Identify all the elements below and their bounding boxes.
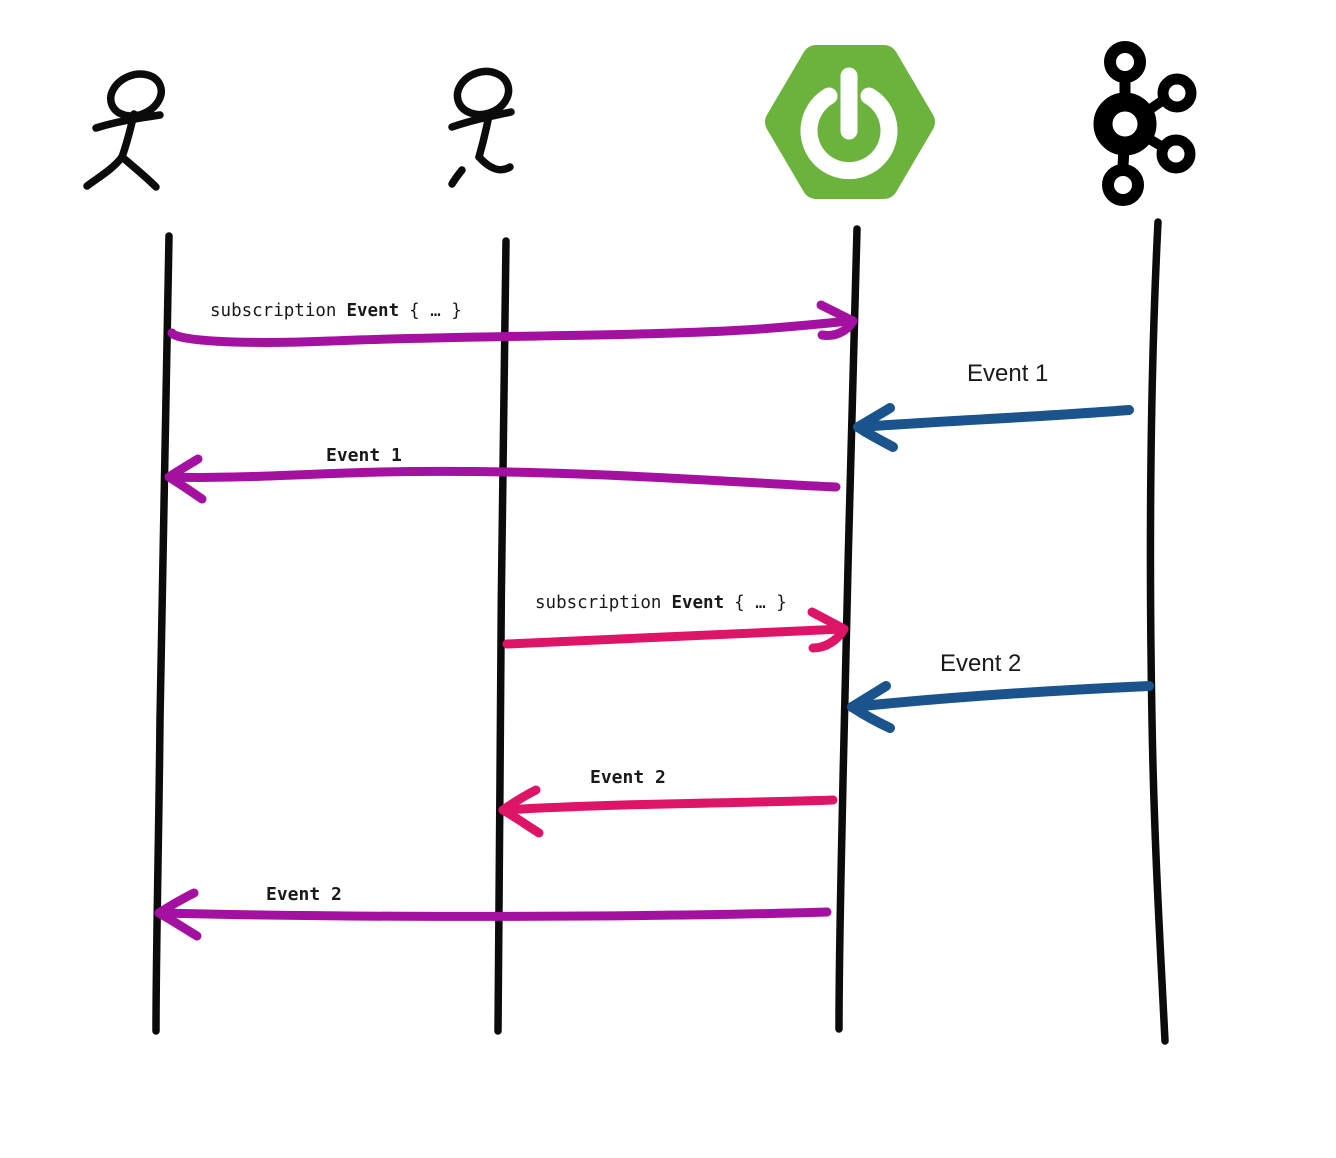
actor-user2 <box>448 67 515 188</box>
arrowhead-icon <box>807 607 849 634</box>
stick-figure-arm <box>448 108 515 131</box>
message-arrow-subscription-2 <box>502 607 849 653</box>
arrowhead-icon <box>154 908 202 941</box>
message-label-event2-kafka: Event 2 <box>940 650 1021 677</box>
lifeline-kafka <box>1146 218 1169 1045</box>
message-arrow-event1-kafka <box>853 403 1134 452</box>
message-arrow-event2-user2 <box>498 785 838 838</box>
arrowhead-icon <box>817 316 858 340</box>
arrowhead-icon <box>498 805 544 838</box>
arrowhead-icon <box>853 422 898 452</box>
message-label-event2-user1: Event 2 <box>266 884 342 905</box>
message-arrow-event2-kafka <box>847 681 1154 733</box>
actor-spring-boot <box>765 45 935 199</box>
arrowhead-icon <box>853 403 895 432</box>
message-label-event1-user1: Event 1 <box>326 445 402 466</box>
lifeline-spring-boot <box>835 225 861 1033</box>
arrowhead-icon <box>847 702 895 733</box>
arrowhead-icon <box>847 681 891 712</box>
actor-kafka <box>1093 41 1197 206</box>
arrowhead-icon <box>808 624 849 653</box>
stick-figure-leg <box>118 153 160 191</box>
message-arrow-subscription-1 <box>167 300 858 347</box>
stick-figure-icon <box>107 70 165 120</box>
stick-figure-leg <box>448 166 466 188</box>
arrowhead-icon <box>816 300 858 326</box>
actor-user1 <box>83 70 165 191</box>
kafka-logo <box>1093 41 1197 206</box>
stick-figure-leg <box>83 153 126 190</box>
message-label-event1-kafka: Event 1 <box>967 360 1048 387</box>
arrowhead-icon <box>164 472 207 504</box>
message-arrow-event1-user1 <box>164 454 841 504</box>
stick-figure-leg <box>475 153 514 174</box>
message-arrow-event2-user1 <box>154 888 832 941</box>
message-label-event2-user2: Event 2 <box>590 767 666 788</box>
power-icon <box>800 67 898 180</box>
lifeline-user1 <box>152 232 173 1035</box>
lifeline-user2 <box>494 237 510 1035</box>
